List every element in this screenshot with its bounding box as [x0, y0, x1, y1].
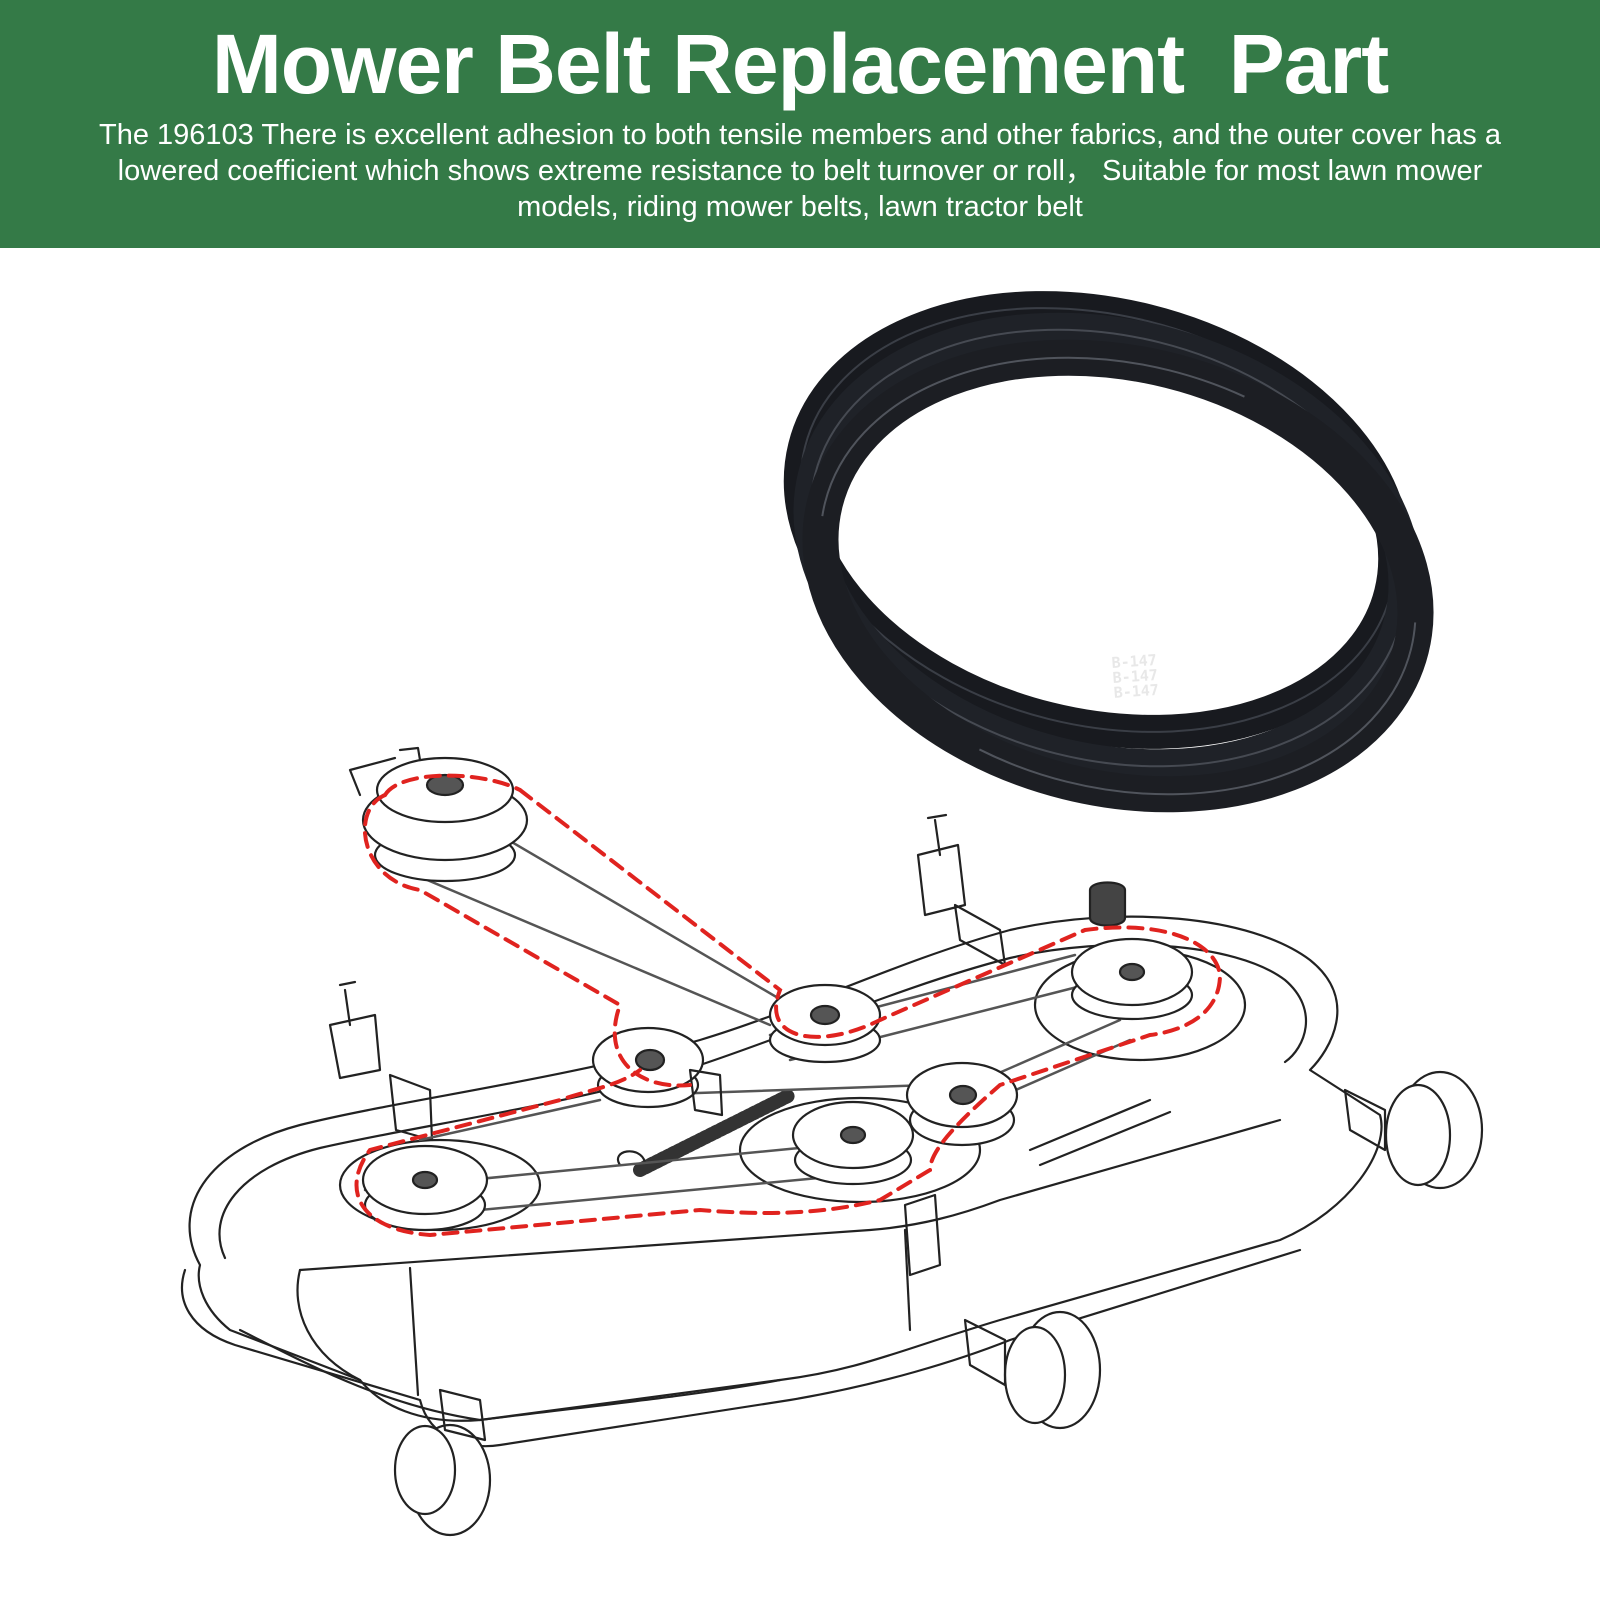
belt-marking: B-147 — [1112, 666, 1158, 687]
product-description: The 196103 There is excellent adhesion t… — [99, 119, 1501, 223]
belt-route-highlight — [354, 773, 1223, 1238]
belt-marking: B-147 — [1113, 681, 1159, 702]
product-illustration: B-147 B-147 B-147 — [180, 291, 1484, 1537]
belt-coil-image: B-147 B-147 B-147 — [783, 291, 1434, 813]
belt-marking: B-147 — [1111, 651, 1157, 672]
header-banner: Mower Belt Replacement Part The 196103 T… — [0, 0, 1600, 248]
mower-deck-drawing — [180, 746, 1484, 1537]
page-title: Mower Belt Replacement Part — [211, 17, 1389, 111]
